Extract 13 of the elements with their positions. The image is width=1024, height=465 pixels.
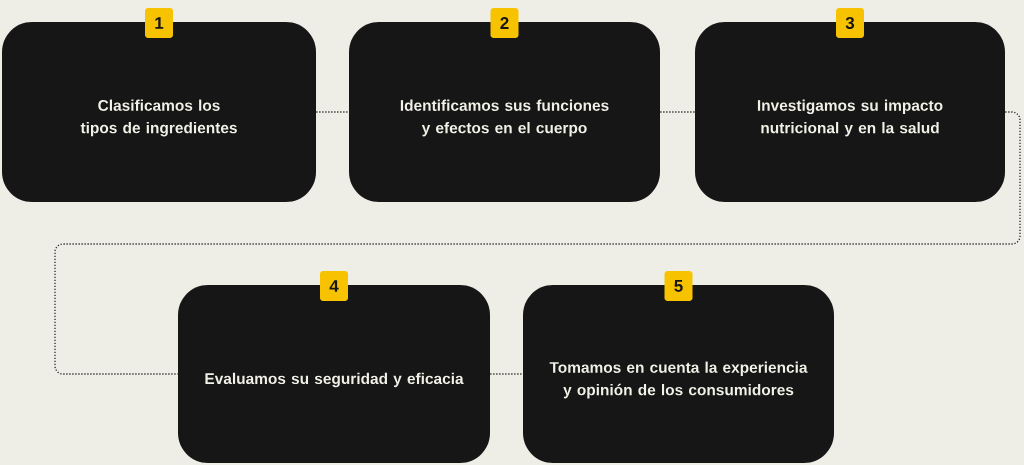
number-badge: 3 [836, 8, 864, 38]
connector-line [489, 373, 524, 375]
step-text: Investigamos su impacto nutricional y en la salud [757, 99, 943, 137]
step-text: Tomamos en cuenta la experiencia y opinión de los consumidores [549, 361, 808, 399]
number-badge: 4 [320, 271, 348, 301]
number-badge: 2 [490, 8, 519, 38]
connector-line [315, 111, 350, 113]
step-text: Evaluamos su seguridad y eficacia [205, 372, 464, 388]
connector-line [659, 111, 696, 113]
connector-line [54, 111, 1021, 375]
number-badge: 1 [145, 8, 173, 38]
step-text: Clasificamos los tipos de ingredientes [80, 99, 237, 137]
step-text: Identificamos sus funciones y efectos en el cuerpo [400, 99, 609, 137]
